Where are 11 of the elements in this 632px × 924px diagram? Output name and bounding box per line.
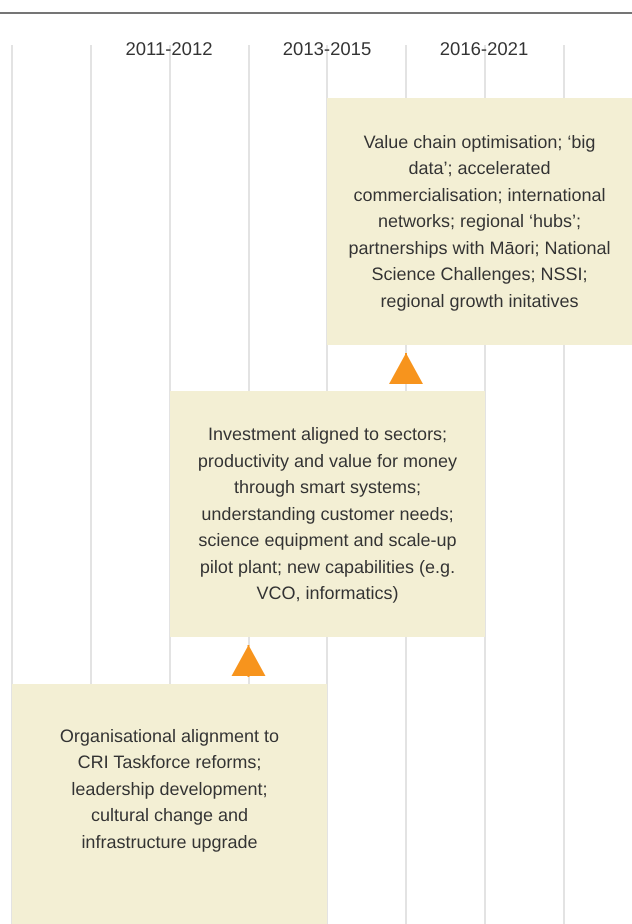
year-label: 2016-2021 [440, 38, 528, 60]
box-text: Investment aligned to sectors; productivity and value for money through smart systems; understanding customer needs; science equipment and scale-up pilot plant; new capabilities (e.g. VCO, informatics) [196, 423, 458, 606]
text-box [170, 391, 485, 637]
arrow-triangle [389, 353, 423, 384]
text-box [12, 684, 327, 924]
arrow-triangle [232, 645, 266, 677]
box-text: Organisational alignment to CRI Taskforce reforms; leadership development; cultural change and infrastructure upgrade [58, 724, 280, 854]
box-text: Value chain optimisation; ‘big data’; accelerated commercialisation; international networks; regional ‘hubs’; partnerships with Māori; National Science Challenges; NSSI; regional growth initatives [347, 130, 612, 313]
text-box [327, 98, 632, 345]
year-label: 2011-2012 [125, 38, 213, 60]
year-label: 2013-2015 [282, 38, 372, 60]
